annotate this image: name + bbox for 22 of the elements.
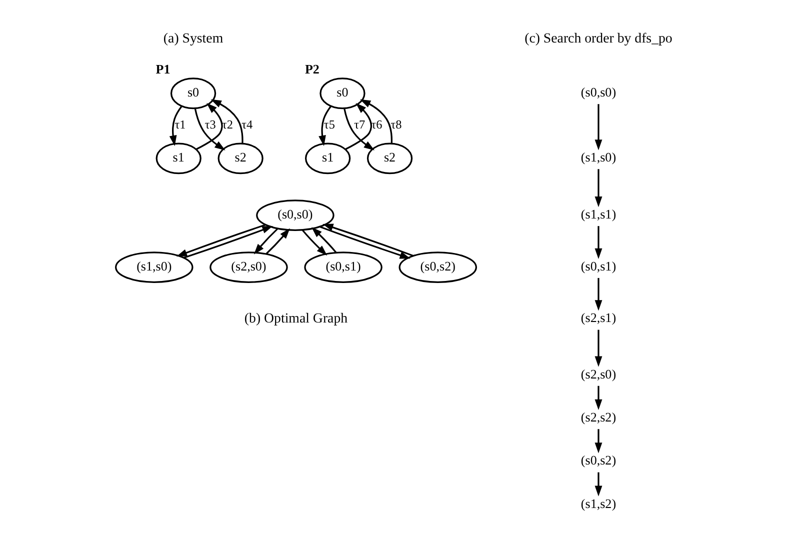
node-text: (s1,s2) [580, 496, 616, 511]
edge-label: τ6 [371, 118, 382, 132]
edge-label: τ5 [324, 118, 335, 132]
node-text: (s1,s1) [580, 206, 616, 222]
node-text: (s1,s0) [580, 150, 616, 164]
node-text: (s2,s1) [580, 310, 616, 326]
node-text: (s0,s1) [580, 258, 616, 274]
node-label: P1 [156, 61, 170, 76]
edge-label: τ1 [174, 118, 186, 132]
node-text: (s2,s0) [580, 366, 616, 382]
edge-label: τ2 [222, 118, 234, 132]
node-text: (s2,s2) [580, 410, 616, 425]
edge-label: τ7 [354, 118, 366, 132]
node-label: P2 [304, 61, 320, 76]
label: (a) System [163, 30, 224, 46]
edge-label: τ8 [390, 118, 402, 132]
node-text: (s0,s2) [580, 452, 616, 468]
edge-label: τ3 [204, 118, 216, 132]
label: (c) Search order by dfs_po [524, 30, 672, 46]
edge-label: τ4 [242, 118, 253, 132]
label: (b) Optimal Graph [244, 310, 348, 326]
node-text: (s0,s0) [580, 84, 616, 100]
